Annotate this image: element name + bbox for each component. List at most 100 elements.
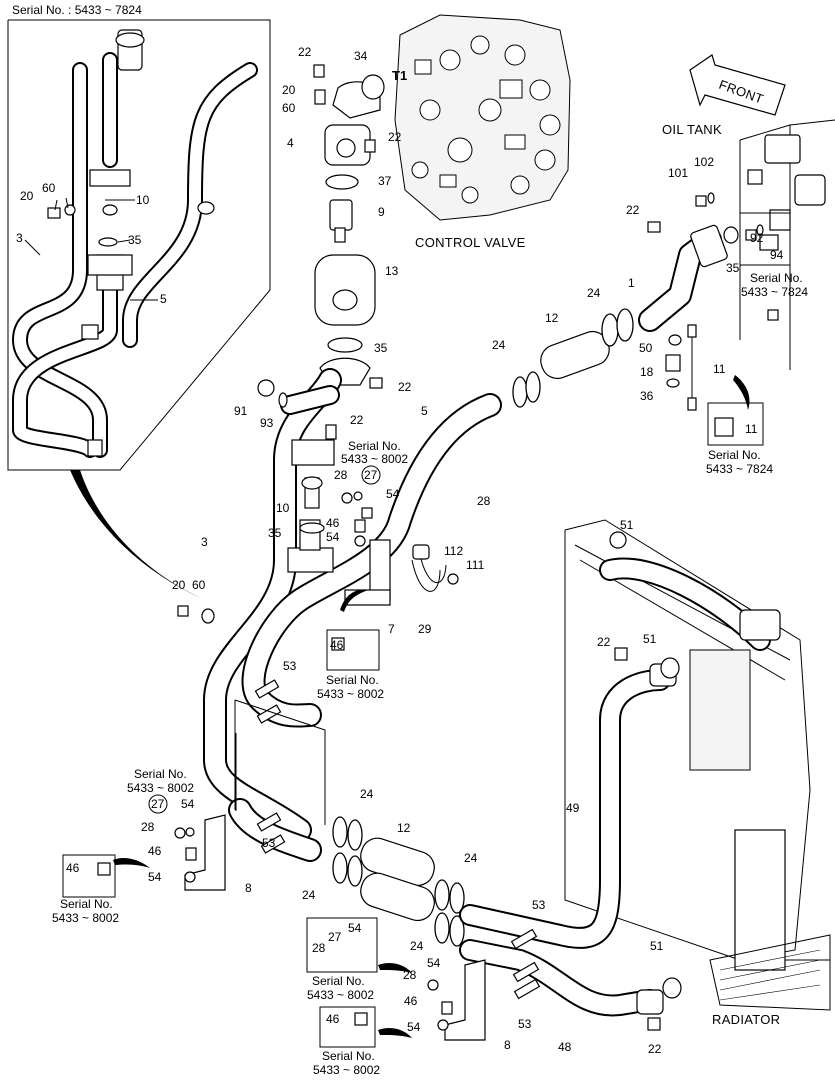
radiator-label: RADIATOR: [712, 1012, 780, 1027]
part-label: 46: [330, 638, 344, 652]
serial-no-caption: Serial No.: [708, 448, 761, 462]
radiator: [564, 519, 831, 1011]
part-label: 22: [626, 203, 640, 217]
part-label: 28: [334, 468, 348, 482]
part-label: 5: [160, 292, 167, 306]
part-label: 20: [172, 578, 186, 592]
part-label: 24: [410, 939, 424, 953]
serial-range: 5433 ~ 7824: [706, 462, 773, 476]
part-label: 11: [745, 422, 758, 436]
part-label: 46: [148, 844, 162, 858]
control-valve: [394, 14, 571, 221]
oil-tank: [739, 119, 835, 370]
serial-no-caption: Serial No.: [750, 271, 803, 285]
part-label: 51: [620, 518, 634, 532]
serial-no-caption: Serial No.: [322, 1049, 375, 1063]
part-label: 27: [151, 797, 165, 811]
part-label: 50: [639, 341, 653, 355]
part-label: 20: [20, 189, 34, 203]
part-label: 27: [328, 930, 342, 944]
part-label: 35: [374, 341, 388, 355]
part-label: 24: [464, 851, 478, 865]
part-label: 20: [282, 83, 296, 97]
part-label: 60: [42, 181, 56, 195]
oil-tank-label: OIL TANK: [662, 122, 722, 137]
part-circle-27: [361, 465, 381, 485]
serial-no-caption: Serial No.: [348, 439, 401, 453]
part-label: 8: [245, 881, 252, 895]
part-label: 24: [302, 888, 316, 902]
part-label: 22: [350, 413, 364, 427]
serial-no-caption: Serial No.: [312, 974, 365, 988]
part-label: 28: [403, 968, 417, 982]
part-label: 54: [148, 870, 162, 884]
t1-label: T1: [392, 68, 407, 83]
part-label: 4: [287, 136, 294, 150]
part-label: 9: [378, 205, 385, 219]
part-label: 101: [668, 166, 688, 180]
serial-no-caption: Serial No.: [326, 673, 379, 687]
part-label: 13: [385, 264, 399, 278]
part-label: 35: [726, 261, 740, 275]
serial-range: 5433 ~ 8002: [307, 988, 374, 1002]
part-label: 8: [504, 1038, 511, 1052]
part-label: 54: [326, 530, 340, 544]
part-label: 53: [283, 659, 297, 673]
part-label: 3: [201, 535, 208, 549]
hose-assembly: [113, 192, 764, 1041]
part-label: 51: [650, 939, 664, 953]
labels: Serial No. : 5433 ~ 7824 CONTROL VALVE O…: [12, 3, 808, 1077]
part-label: 24: [587, 286, 601, 300]
part-label: 28: [141, 820, 155, 834]
serial-range: 5433 ~ 7824: [741, 285, 808, 299]
part-label: 35: [268, 526, 282, 540]
part-label: 22: [597, 635, 611, 649]
return-stack: [313, 64, 385, 389]
part-label: 18: [640, 365, 654, 379]
serial-range: 5433 ~ 8002: [127, 781, 194, 795]
serial-range: 5433 ~ 8002: [313, 1063, 380, 1077]
part-label: 46: [326, 1012, 340, 1026]
part-label: 37: [378, 174, 392, 188]
part-label: 35: [128, 233, 142, 247]
part-label: 28: [477, 494, 491, 508]
serial-range: 5433 ~ 8002: [317, 687, 384, 701]
part-label: 91: [234, 404, 248, 418]
part-label: 36: [640, 389, 654, 403]
part-label: 111: [466, 558, 485, 572]
part-label: 48: [558, 1040, 572, 1054]
part-label: 53: [532, 898, 546, 912]
callout-boxes: [62, 212, 791, 1048]
front-arrow: [689, 54, 786, 116]
part-label: 10: [136, 193, 150, 207]
serial-range: 5433 ~ 8002: [341, 452, 408, 466]
part-label: 46: [326, 516, 340, 530]
part-label: 1: [628, 276, 635, 290]
serial-top-left: Serial No. : 5433 ~ 7824: [12, 3, 142, 17]
part-label: 22: [648, 1042, 662, 1056]
part-label: 53: [262, 836, 276, 850]
part-label: 29: [418, 622, 432, 636]
part-label: 5: [421, 404, 428, 418]
control-valve-label: CONTROL VALVE: [415, 235, 526, 250]
part-label: 60: [192, 578, 206, 592]
part-circle-27: [148, 794, 168, 814]
part-label: 28: [312, 941, 326, 955]
part-label: 54: [427, 956, 441, 970]
part-label: 46: [404, 994, 418, 1008]
part-label: 24: [360, 787, 374, 801]
part-label: 24: [492, 338, 506, 352]
part-label: 112: [444, 544, 463, 558]
part-label: 54: [181, 797, 195, 811]
part-label: 11: [713, 362, 726, 376]
part-label: 54: [386, 487, 400, 501]
part-label: 34: [354, 49, 368, 63]
part-label: 92: [750, 231, 764, 245]
part-label: 102: [694, 155, 714, 169]
serial-range: 5433 ~ 8002: [52, 911, 119, 925]
part-label: 22: [398, 380, 412, 394]
part-label: 27: [364, 468, 378, 482]
part-label: 54: [348, 921, 362, 935]
part-label: 3: [16, 231, 23, 245]
